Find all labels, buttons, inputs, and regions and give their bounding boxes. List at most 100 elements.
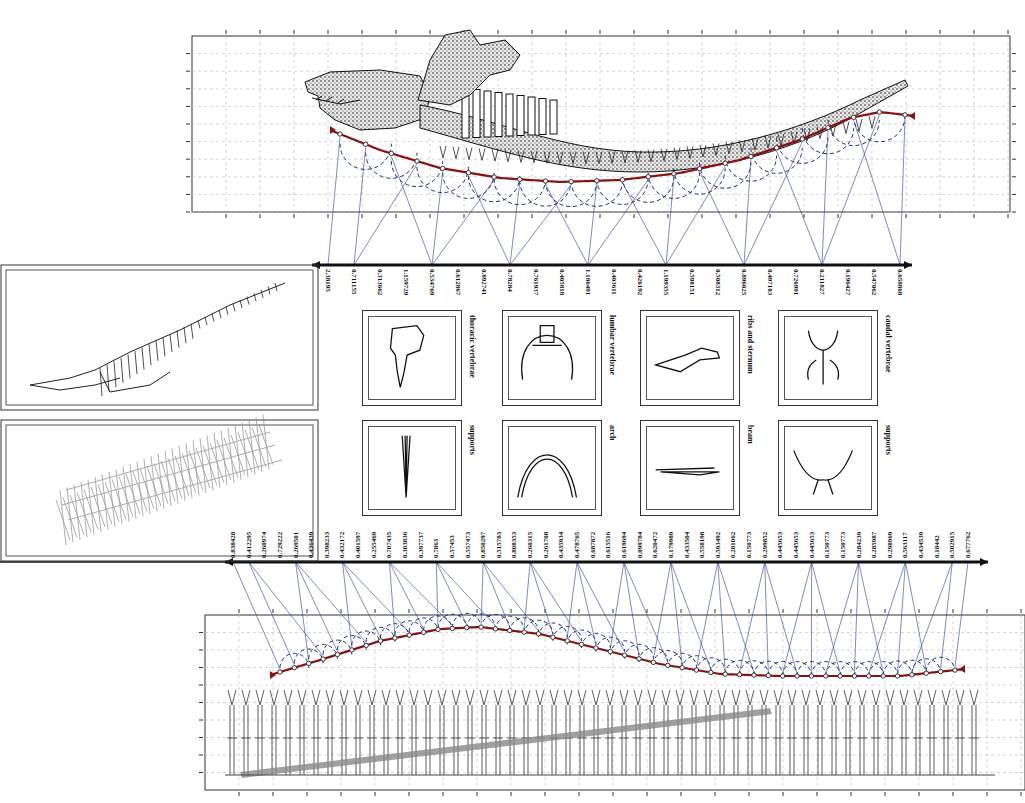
node-point (672, 172, 676, 176)
tick (239, 792, 240, 796)
dashed-arc (597, 179, 648, 205)
axis-line (312, 264, 912, 267)
node-point (938, 669, 942, 673)
leader-line (545, 184, 588, 265)
leader-line (577, 562, 596, 645)
tick (307, 792, 308, 796)
value-label: 0.838428 (229, 532, 237, 558)
sketch-rib (107, 365, 109, 392)
figure-box (1, 420, 318, 561)
node-point (852, 674, 856, 678)
tick (341, 609, 342, 613)
tick (919, 792, 920, 796)
tick (919, 609, 920, 613)
vertebra-process (648, 150, 654, 162)
node-point (697, 167, 701, 171)
column (311, 690, 321, 775)
leader-line (342, 562, 351, 647)
value-label: 0.7863 (432, 539, 440, 558)
node-point (749, 154, 753, 158)
column (927, 690, 937, 775)
tick (511, 792, 512, 796)
tick (477, 792, 478, 796)
tick (186, 124, 190, 125)
tick (940, 214, 941, 218)
value-label: 0.099784 (636, 532, 644, 558)
value-label: 0.808353 (510, 532, 518, 558)
node-point (924, 671, 928, 675)
component-icon (641, 311, 739, 405)
node-point (364, 643, 368, 647)
leader-line (653, 562, 670, 659)
node-point (493, 627, 497, 631)
value-label: 0.615516 (604, 532, 612, 558)
value-label: 0.434539 (917, 532, 925, 558)
axis-arrow (904, 261, 912, 269)
leader-line (610, 562, 624, 649)
node-point (307, 661, 311, 665)
vertebra-process (622, 151, 628, 163)
rib (528, 97, 535, 135)
component-icon (779, 311, 877, 405)
grid-line (205, 685, 1025, 686)
grid-line (192, 53, 1010, 54)
column (955, 690, 965, 775)
sketch-rib (100, 368, 102, 396)
rib (495, 93, 502, 137)
tick (838, 30, 839, 34)
vertebra-process (843, 122, 849, 134)
component-icon (779, 421, 877, 515)
node-point (278, 670, 282, 674)
tick (226, 30, 227, 34)
tick (362, 214, 363, 218)
vertebra-process (544, 151, 550, 163)
node-point (551, 635, 555, 639)
sketch-rib (233, 303, 235, 311)
value-label: 0.478765 (573, 532, 581, 558)
tick (239, 609, 240, 613)
node-point (723, 161, 727, 165)
grid-line (205, 667, 1025, 668)
value-label: 0.313662 (376, 269, 384, 295)
grid-line (647, 615, 648, 790)
grid-line (634, 36, 635, 212)
sketch-rib (177, 331, 179, 348)
tick (1008, 214, 1009, 218)
vertebra-process (687, 146, 693, 158)
grid-line (192, 176, 1010, 177)
column (647, 690, 657, 775)
node-point (824, 674, 828, 678)
tick (186, 71, 190, 72)
leader-line (826, 562, 859, 673)
leader-line (718, 562, 754, 672)
icon-shape (402, 436, 410, 498)
value-label: 0.593492 (714, 532, 722, 558)
node-point (666, 663, 670, 667)
grid-line (205, 650, 1025, 651)
column (689, 690, 699, 775)
sketch-rib (163, 337, 165, 356)
tick (1012, 106, 1016, 107)
tick (430, 30, 431, 34)
end-marker (270, 671, 276, 679)
tick (634, 214, 635, 218)
leader-line (822, 131, 828, 265)
component-panel: lumbar vertebrae (502, 310, 602, 406)
vertebra-process (674, 148, 680, 160)
panel-frame (508, 316, 596, 400)
grid-line (192, 194, 1010, 195)
sketch-rib (261, 290, 263, 298)
leader-line (859, 562, 884, 673)
tick (409, 792, 410, 796)
node-point (522, 630, 526, 634)
leader-line (744, 142, 802, 265)
sketch-rib (212, 314, 214, 322)
column (787, 690, 797, 775)
tick (953, 609, 954, 613)
tick (770, 214, 771, 218)
axis-line (225, 561, 988, 564)
tick (715, 792, 716, 796)
column (549, 690, 559, 775)
node-point (752, 673, 756, 677)
vertebra-process (518, 150, 524, 162)
